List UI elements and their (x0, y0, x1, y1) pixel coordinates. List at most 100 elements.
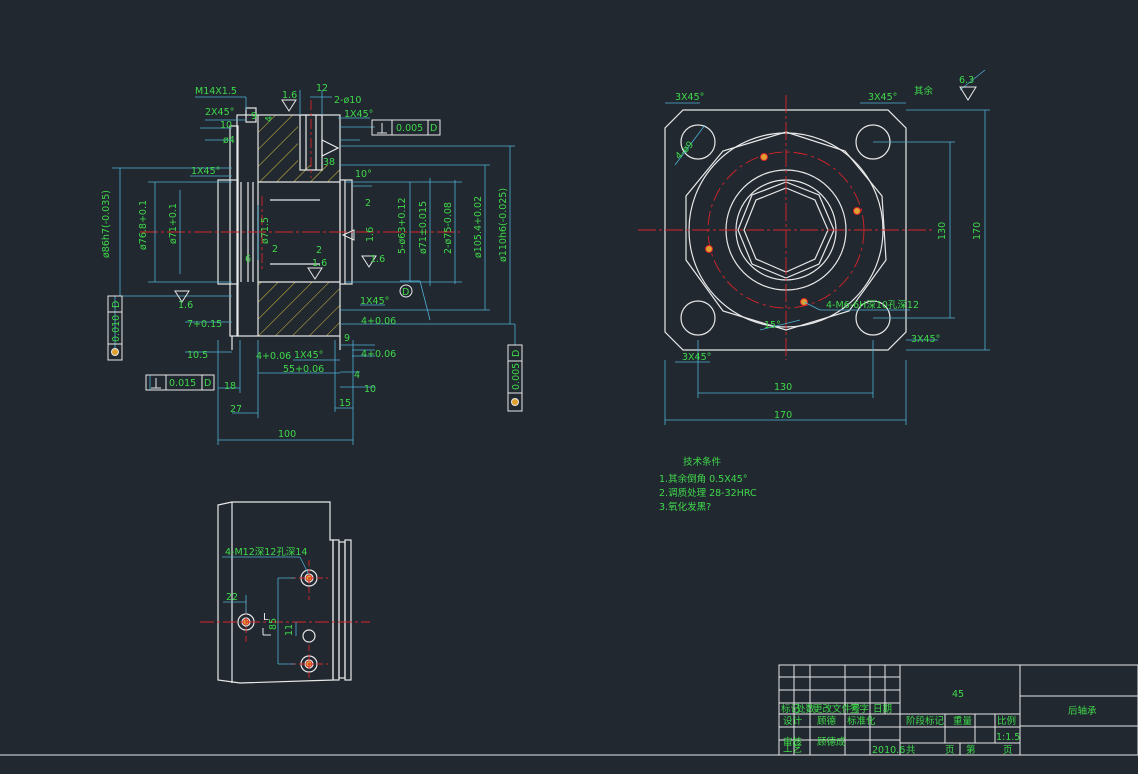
angle-15: 15° (764, 320, 781, 331)
datum-d-label: D (402, 287, 409, 298)
rest-roughness: 6.3 (959, 75, 974, 86)
datum-bottom: D (204, 378, 211, 389)
dim-10-5: 10.5 (187, 350, 208, 361)
dim-phi71-tol: ø71±0.015 (418, 201, 429, 254)
date-value: 2010.6 (872, 745, 905, 756)
dim-10-b: 10 (364, 384, 376, 395)
flat-tol-right: 0.005 (511, 363, 522, 390)
dim-55: 55+0.06 (283, 364, 324, 375)
dim-9-b: 9 (344, 333, 350, 344)
stage-label-1: 重量 (953, 715, 973, 727)
dim-85: 85 (268, 618, 279, 630)
sheet-label-3: 页 (1003, 745, 1013, 756)
dim-2-phi10: 2-ø10 (334, 95, 361, 106)
perp-tol-bottom: 0.015 (169, 378, 196, 389)
dim-4: 4 (264, 116, 275, 122)
dim-11: 11 (284, 624, 295, 636)
dim-27: 27 (230, 404, 242, 415)
dim-2-c: 2 (365, 198, 371, 209)
flat-datum-left: D (111, 301, 122, 308)
row-label-3: 签字 (850, 703, 869, 715)
dim-4-b: 4+0.06 (361, 316, 396, 327)
chamfer-tl: 3X45° (675, 92, 704, 103)
rest-label: 其余 (914, 85, 934, 97)
dim-130-v: 130 (937, 222, 948, 240)
dim-7: 7+0.15 (187, 319, 222, 330)
dim-6: 6 (245, 254, 251, 265)
perp-tol-top: 0.005 (396, 123, 423, 134)
dim-phi76: ø76.8+0.1 (138, 200, 149, 250)
roughness-mid-a: 1.6 (365, 227, 376, 242)
chamfer-br: 3X45° (911, 334, 940, 345)
dim-4-d: 4 (354, 370, 360, 381)
row-label-1: 处数 (796, 703, 816, 715)
roughness-left: 1.6 (178, 300, 193, 311)
tech-line-2: 2.调质处理 28-32HRC (659, 487, 757, 499)
dim-130-h: 130 (774, 382, 792, 393)
row-label-0: 标记 (781, 703, 801, 715)
scale-value: 1:1.5 (996, 732, 1020, 743)
role-label-0: 设计 (783, 715, 803, 727)
chamfer-top-label: 2X45° (205, 107, 234, 118)
roughness-mid-c: 1.6 (312, 258, 327, 269)
bottom-thread-holes: 4-M12深12孔深14 (225, 547, 307, 558)
flat-datum-right: D (511, 350, 522, 357)
dim-15: 15 (339, 398, 351, 409)
dim-22: 22 (226, 592, 238, 603)
dim-4-c: 4+0.06 (361, 349, 396, 360)
stage-label-0: 阶段标记 (906, 715, 945, 727)
bottom-view: 4-M12深12孔深14 22 85 11 L (200, 501, 370, 684)
dim-12: 12 (316, 83, 328, 94)
dim-4-a: 4+0.06 (256, 351, 291, 362)
roughness-top-a: 1.6 (282, 90, 297, 101)
part-name: 后轴承 (1068, 705, 1097, 717)
dim-100: 100 (278, 429, 296, 440)
chamfer-1x45-c: 1X45° (360, 296, 389, 307)
tech-line-1: 1.其余倒角 0.5X45° (659, 473, 748, 485)
sheet-label-1: 页 (945, 745, 955, 756)
thread-label: M14X1.5 (195, 86, 237, 97)
chamfer-tr: 3X45° (868, 92, 897, 103)
title-block: 45 后轴承 1:1.5 2010.6 标记 处数 更改文件号 签字 日期 设计… (778, 664, 1138, 756)
dim-phi86: ø86h7(-0.035) (101, 190, 112, 258)
dim-18: 18 (224, 381, 236, 392)
dim-170-h: 170 (774, 410, 792, 421)
angle-38: 38 (323, 157, 335, 168)
dim-5-phi63: 5-ø63+0.12 (397, 198, 408, 255)
roughness-mid-b: 1.6 (370, 254, 385, 265)
sheet-label-2: 第 (966, 744, 976, 756)
dim-phi71-5: ø71.5 (260, 217, 271, 244)
dim-phi71-inner: ø71+0.1 (168, 203, 179, 244)
role-label-1: 审核 (783, 736, 803, 748)
dim-2-a: 2 (272, 244, 278, 255)
chamfer-1x45-b: 1X45° (294, 350, 323, 361)
dim-2-b: 2 (316, 245, 322, 256)
dim-9: 9 (251, 111, 257, 122)
checker-name: 顾德成 (817, 736, 846, 748)
stage-label-2: 比例 (997, 715, 1016, 727)
dim-2-phi75: 2-ø75-0.08 (443, 202, 454, 254)
flat-tol-left: 0.010 (111, 315, 122, 342)
material-label: 45 (952, 689, 964, 700)
row-label-4: 日期 (873, 704, 892, 715)
section-mark: L (263, 612, 269, 623)
dim-phi105: ø105.4+0.02 (473, 196, 484, 258)
angle-10: 10° (355, 169, 372, 180)
tech-requirements: 技术条件 1.其余倒角 0.5X45° 2.调质处理 28-32HRC 3.氧化… (659, 456, 757, 513)
dim-phi4: ø4 (223, 135, 235, 146)
dim-phi110: ø110h6(-0.025) (498, 188, 509, 262)
thread-holes-label: 4-M6-6H深10孔深12 (826, 300, 919, 311)
chamfer-1x45-a: 1X45° (344, 109, 373, 120)
chamfer-left-label: 1X45° (191, 166, 220, 177)
role-label-2: 工艺 (783, 744, 802, 755)
standard-label: 标准化 (847, 715, 876, 727)
designer-name: 顾德 (817, 715, 837, 727)
chamfer-bl: 3X45° (682, 352, 711, 363)
sheet-label-0: 共 (906, 745, 916, 756)
datum-top: D (430, 123, 437, 134)
dim-10-top: 10 (220, 120, 232, 131)
tech-line-3: 3.氧化发黑? (659, 501, 711, 513)
dim-170-v: 170 (972, 222, 983, 240)
front-section-view: M14X1.5 2X45° 10 ø4 1X45° 1.6 12 2-ø10 1… (101, 83, 523, 445)
